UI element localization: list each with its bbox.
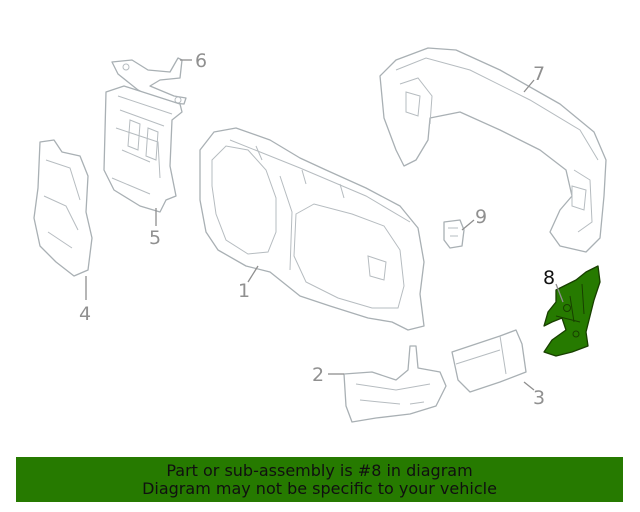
callout-7: 7: [533, 63, 545, 85]
callout-6: 6: [195, 50, 207, 72]
part-3-air-duct: [451, 329, 527, 393]
callout-5: 5: [149, 227, 161, 249]
callout-9: 9: [475, 206, 487, 228]
callout-1: 1: [238, 280, 250, 302]
part-8-bracket-highlighted: [543, 265, 601, 357]
part-7-upper-tie-bar: [379, 47, 607, 253]
part-2-air-guide: [343, 345, 447, 423]
part-4-deflector: [33, 139, 93, 277]
part-1-radiator-support: [199, 127, 425, 331]
leader-lines: [85, 59, 564, 391]
banner-line-2: Diagram may not be specific to your vehi…: [142, 478, 497, 498]
callout-8: 8: [543, 267, 555, 289]
callout-2: 2: [312, 364, 324, 386]
parts-diagram: 1 2 3 4 5 6 7 8 9: [33, 47, 607, 423]
callout-4: 4: [79, 303, 91, 325]
banner-line-1: Part or sub-assembly is #8 in diagram: [166, 460, 473, 480]
info-banner: Part or sub-assembly is #8 in diagram Di…: [16, 457, 623, 502]
callout-3: 3: [533, 387, 545, 409]
part-9-bracket: [443, 219, 465, 249]
part-5-carrier: [103, 85, 183, 213]
